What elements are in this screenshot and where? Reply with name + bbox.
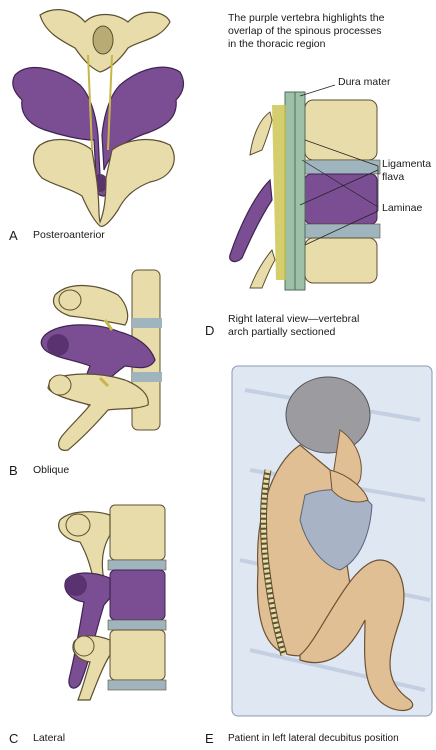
panel-d-purple-spinous — [229, 178, 273, 263]
panel-e-legs — [299, 559, 414, 712]
panel-e-illustration — [231, 365, 433, 717]
panel-d-caption-line-2: arch partially sectioned — [228, 326, 336, 338]
panel-b-illustration — [40, 269, 162, 451]
panel-e-hair — [285, 376, 371, 454]
panel-a-letter: A — [9, 228, 18, 243]
panel-a-caption: Posteroanterior — [33, 229, 105, 241]
panel-d-caption-line-1: Right lateral view—vertebral — [228, 313, 360, 325]
panel-e-caption: Patient in left lateral decubitus positi… — [228, 733, 399, 744]
panel-c-caption: Lateral — [33, 732, 66, 744]
panel-c-illustration — [58, 504, 167, 701]
panel-d-letter: D — [205, 323, 215, 338]
panel-c-letter: C — [9, 731, 19, 746]
panel-d-label-ligamenta: Ligamenta — [382, 158, 432, 170]
panel-a-lower-vertebra — [32, 138, 175, 227]
panel-b-letter: B — [9, 463, 18, 478]
panel-d-note-line-2: overlap of the spinous processes — [228, 25, 382, 37]
panel-d-label-dura-mater: Dura mater — [338, 76, 391, 88]
panel-d-note-line-3: in the thoracic region — [228, 38, 326, 50]
panel-e-letter: E — [205, 731, 214, 746]
panel-b-caption: Oblique — [33, 464, 70, 476]
panel-d-label-flava: flava — [382, 171, 405, 183]
panel-d-note-line-1: The purple vertebra highlights the — [228, 12, 385, 24]
panel-a-illustration — [12, 9, 185, 227]
panel-d-label-laminae: Laminae — [382, 202, 423, 214]
panel-d-illustration — [229, 84, 381, 291]
